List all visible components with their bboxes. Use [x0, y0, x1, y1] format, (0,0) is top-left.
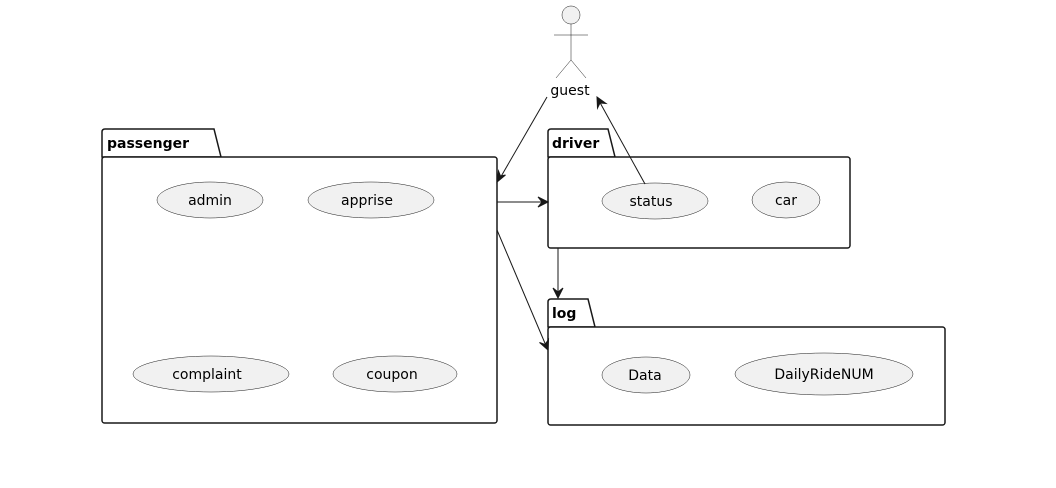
- edge-line: [496, 229, 548, 349]
- package-tab: [547, 298, 596, 328]
- arrowhead-icon: [539, 337, 550, 352]
- package-title: log: [552, 306, 576, 322]
- package-title: driver: [552, 136, 599, 152]
- usecase-label: admin: [188, 193, 232, 209]
- package-tab: [547, 128, 616, 158]
- actor-label: guest: [550, 83, 590, 99]
- actor-right-leg: [570, 59, 587, 79]
- usecase-label: car: [775, 193, 797, 209]
- actor-head-icon: [561, 5, 581, 25]
- actor-left-leg: [555, 59, 572, 79]
- package-log: log Data DailyRideNUM: [547, 298, 946, 426]
- usecase-label: status: [629, 194, 672, 210]
- package-passenger: passenger admin apprise complaint coupon: [101, 128, 498, 424]
- usecase-shape: [601, 182, 709, 220]
- relation-passenger-to-log: [496, 229, 550, 352]
- usecase-label: apprise: [341, 193, 393, 209]
- arrowhead-icon: [552, 287, 564, 300]
- usecase-car[interactable]: car: [751, 181, 821, 219]
- arrowhead-icon: [596, 95, 608, 110]
- usecase-label: DailyRideNUM: [774, 367, 873, 383]
- edge-line: [498, 96, 548, 181]
- usecase-complaint[interactable]: complaint: [132, 355, 290, 393]
- relation-passenger-to-driver: [497, 196, 550, 208]
- usecase-admin[interactable]: admin: [156, 181, 264, 219]
- usecase-data[interactable]: Data: [601, 356, 691, 394]
- usecase-shape: [332, 355, 458, 393]
- usecase-label: complaint: [172, 367, 242, 383]
- usecase-coupon[interactable]: coupon: [332, 355, 458, 393]
- usecase-shape: [307, 181, 435, 219]
- usecase-shape: [751, 181, 821, 219]
- relation-driver-to-log: [552, 248, 564, 300]
- usecase-shape: [156, 181, 264, 219]
- usecase-apprise[interactable]: apprise: [307, 181, 435, 219]
- actor-guest[interactable]: guest: [550, 5, 590, 99]
- usecase-shape: [734, 352, 914, 396]
- usecase-shape: [601, 356, 691, 394]
- usecase-shape: [132, 355, 290, 393]
- relation-status-to-guest: [596, 95, 646, 185]
- usecase-dailyridenum[interactable]: DailyRideNUM: [734, 352, 914, 396]
- usecase-status[interactable]: status: [601, 182, 709, 220]
- arrowhead-icon: [537, 196, 550, 208]
- package-driver: driver status car: [547, 128, 851, 249]
- edge-line: [597, 98, 646, 185]
- usecase-label: coupon: [366, 367, 417, 383]
- arrowhead-icon: [496, 169, 506, 184]
- package-title: passenger: [107, 136, 189, 152]
- usecase-label: Data: [628, 368, 661, 384]
- relation-guest-to-passenger: [496, 96, 548, 184]
- package-tab: [101, 128, 222, 158]
